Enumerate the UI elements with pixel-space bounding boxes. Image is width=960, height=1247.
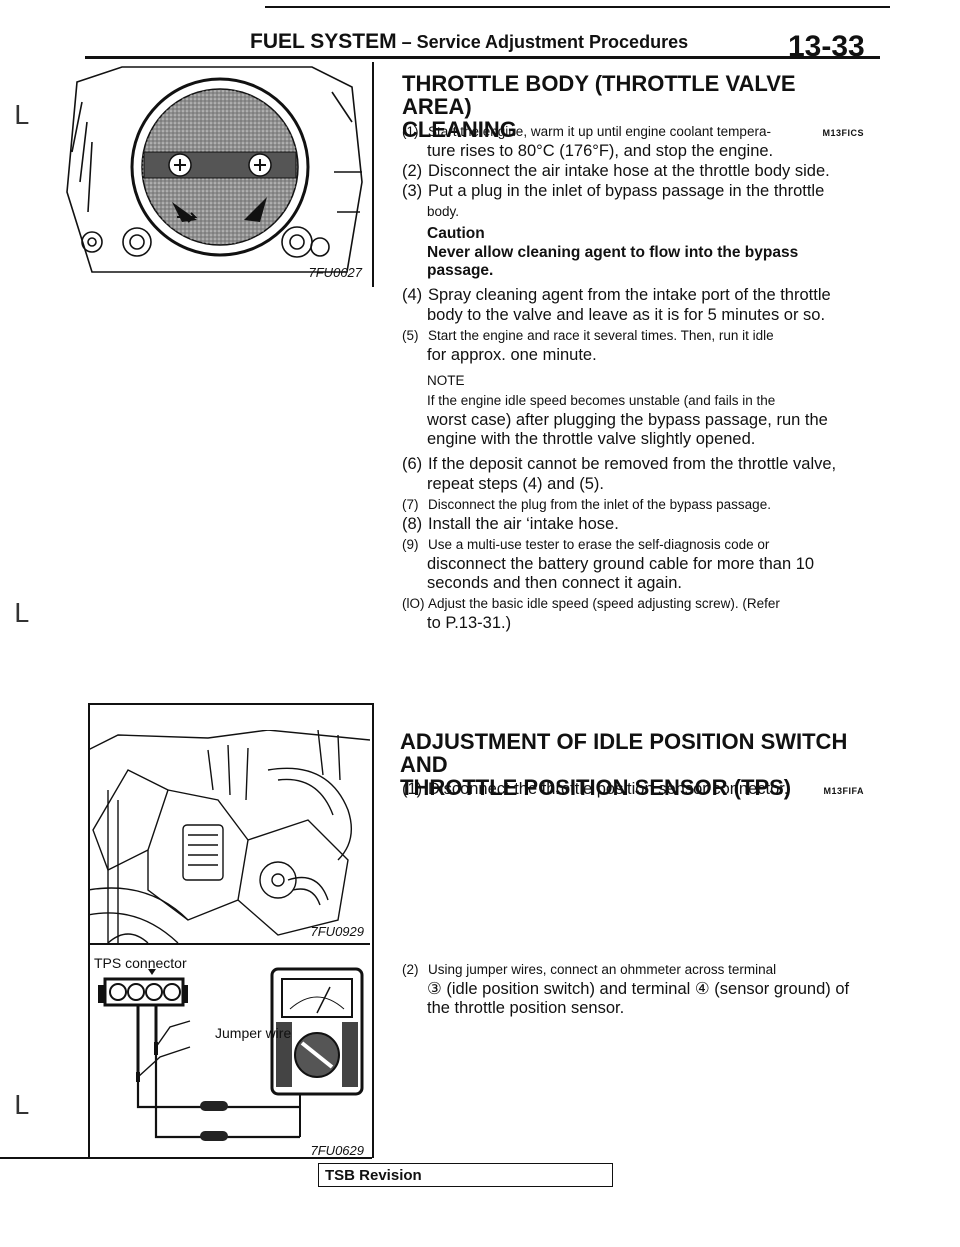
- figure-code: 7FU0929: [310, 924, 364, 939]
- header-dash: –: [396, 32, 417, 52]
- section2-step-1: (1)Disconnect the throttle position sens…: [402, 780, 789, 798]
- figure-bottom-rule: [0, 1157, 372, 1159]
- step-1: (1)Start the engine, warm it up until en…: [402, 124, 771, 139]
- note-text-2: worst case) after plugging the bypass pa…: [427, 411, 828, 448]
- step-4-cont: body to the valve and leave as it is for…: [427, 306, 826, 324]
- tps-wiring-figure: TPS connector Jumper wire 7FU0629: [90, 947, 370, 1158]
- step-5: (5)Start the engine and race it several …: [402, 328, 774, 343]
- page-header: FUEL SYSTEM – Service Adjustment Procedu…: [250, 30, 688, 54]
- header-top-rule: [265, 6, 890, 8]
- section2-code: M13FIFA: [823, 786, 864, 796]
- column-divider: [372, 62, 374, 287]
- caution-text: Never allow cleaning agent to flow into …: [427, 244, 799, 279]
- step-9: (9)Use a multi-use tester to erase the s…: [402, 537, 770, 552]
- figure-code: 7FU0627: [308, 265, 362, 280]
- step-5-cont: for approx. one minute.: [427, 346, 597, 364]
- section2-title-line1: ADJUSTMENT OF IDLE POSITION SWITCH AND: [400, 729, 848, 777]
- section1-title-line1: THROTTLE BODY (THROTTLE VALVE AREA): [402, 71, 796, 119]
- figure-divider: [88, 943, 370, 945]
- section2-step-2: (2)Using jumper wires, connect an ohmmet…: [402, 960, 862, 1019]
- figure-code: 7FU0629: [310, 1143, 364, 1158]
- step-7: (7)Disconnect the plug from the inlet of…: [402, 497, 771, 512]
- column-divider: [372, 703, 374, 1158]
- section1-title-line2: CLEANING: [402, 117, 517, 142]
- section2-title: ADJUSTMENT OF IDLE POSITION SWITCH AND T…: [400, 730, 864, 799]
- header-bottom-rule: [85, 56, 880, 59]
- note-title: NOTE: [427, 373, 465, 388]
- step-3: (3)Put a plug in the inlet of bypass pas…: [402, 182, 825, 200]
- step-1-cont: ture rises to 80°C (176°F), and stop the…: [427, 142, 774, 160]
- step-10-cont: to P.13-31.): [427, 614, 512, 632]
- step-6-cont: repeat steps (4) and (5).: [427, 475, 605, 493]
- margin-mark: ᒪ: [14, 1090, 29, 1120]
- jumper-wire-label: Jumper wire: [215, 1025, 292, 1041]
- section1-steps: (1)Start the engine, warm it up until en…: [402, 122, 862, 634]
- margin-mark: ᒪ: [14, 100, 29, 130]
- step-2: (2)Disconnect the air intake hose at the…: [402, 162, 830, 180]
- section2-title-line2: THROTTLE POSITION SENSOR (TPS): [400, 775, 792, 800]
- header-subsection: Service Adjustment Procedures: [416, 32, 689, 52]
- step-9-cont: disconnect the battery ground cable for …: [427, 555, 815, 592]
- tsb-revision-box: TSB Revision: [318, 1163, 613, 1187]
- caution-title: Caution: [427, 225, 485, 242]
- section2-step-2-cont: ③ (idle position switch) and terminal ④ …: [427, 980, 850, 1017]
- header-section: FUEL SYSTEM: [250, 30, 397, 53]
- step-8: (8)Install the air ‘intake hose.: [402, 515, 619, 533]
- throttle-body-figure: 7FU0627: [62, 62, 370, 286]
- figure-border: [88, 703, 90, 1158]
- margin-mark: ᒪ: [14, 598, 29, 628]
- step-10: (lO)Adjust the basic idle speed (speed a…: [402, 596, 780, 611]
- section1-code: M13FICS: [822, 128, 864, 138]
- note-text-1: If the engine idle speed becomes unstabl…: [427, 393, 776, 408]
- figure-divider: [88, 703, 372, 705]
- tps-connector-label: TPS connector: [94, 955, 187, 971]
- step-6: (6)If the deposit cannot be removed from…: [402, 455, 837, 473]
- step-3-cont: body.: [427, 204, 460, 219]
- tps-location-figure: 7FU0929: [87, 729, 371, 944]
- section1-title: THROTTLE BODY (THROTTLE VALVE AREA) CLEA…: [402, 72, 864, 141]
- step-4: (4)Spray cleaning agent from the intake …: [402, 286, 831, 304]
